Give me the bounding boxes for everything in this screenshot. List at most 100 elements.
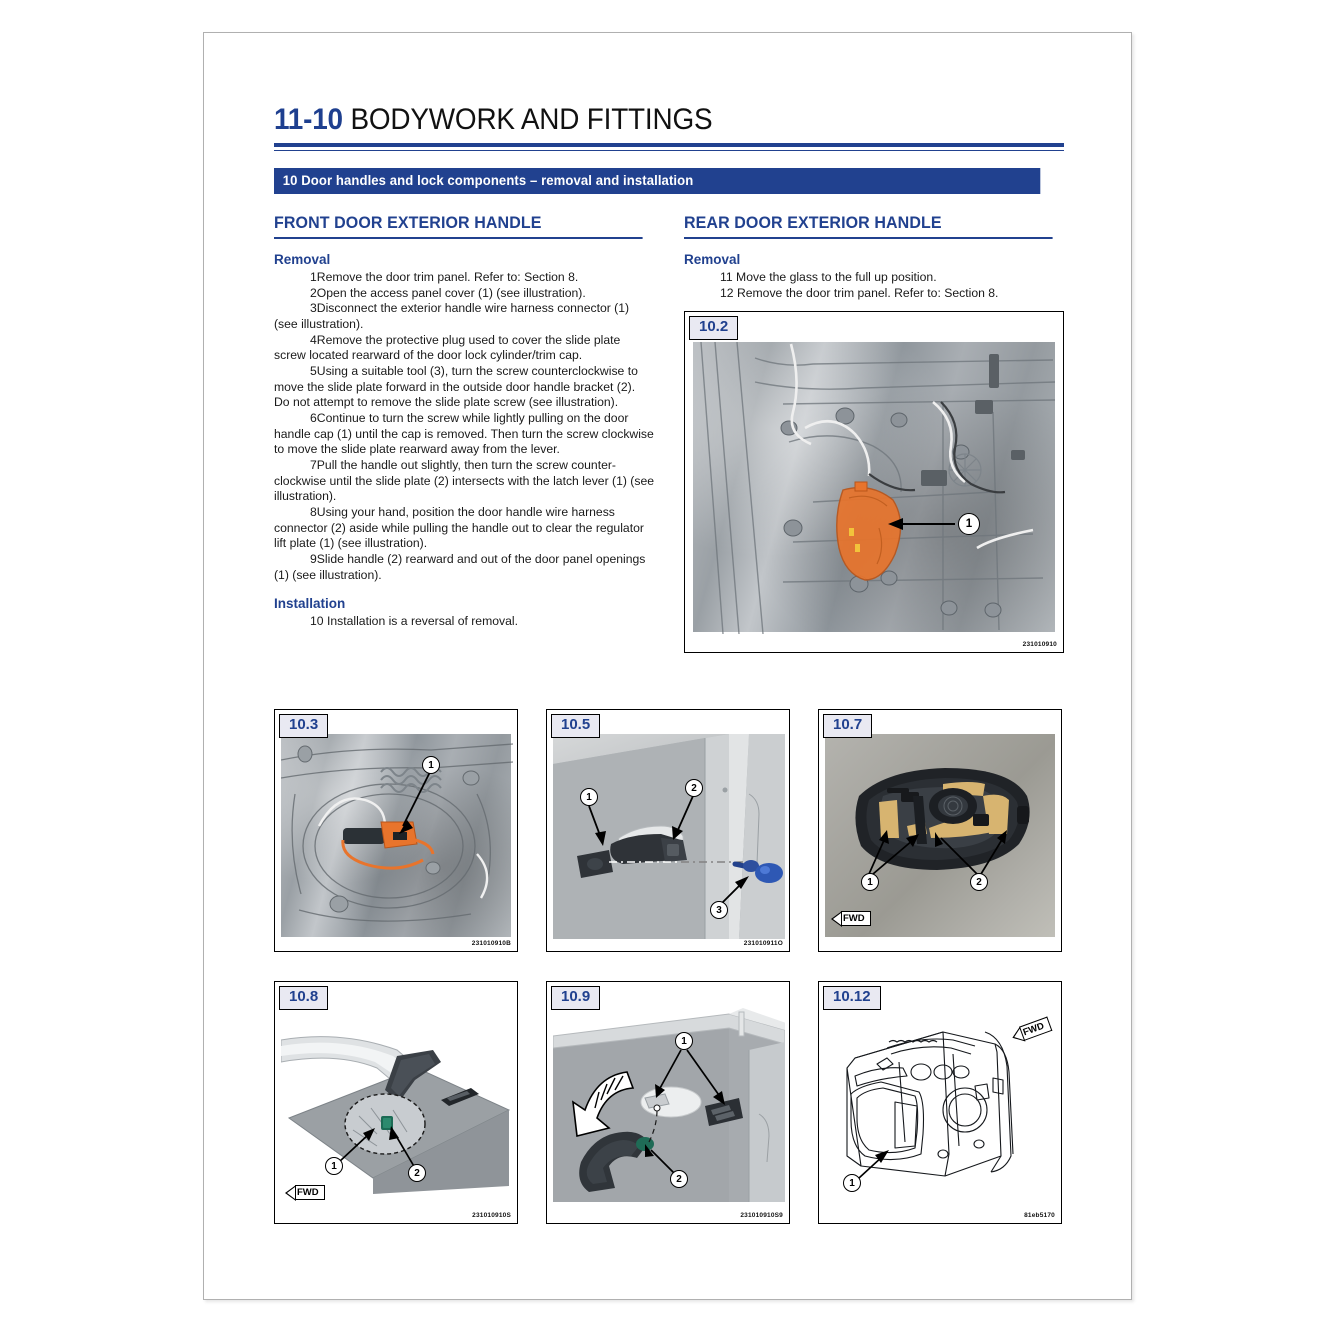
list-item: 10 Installation is a reversal of removal… — [274, 614, 654, 630]
two-column-body: FRONT DOOR EXTERIOR HANDLE Removal 1Remo… — [274, 214, 1064, 654]
step-text: Disconnect the exterior handle wire harn… — [274, 301, 630, 332]
page-title-text: BODYWORK AND FITTINGS — [350, 103, 713, 136]
step-text: Remove the door trim panel. Refer to: Se… — [736, 285, 999, 300]
figure-10-12-image: 1 FWD — [825, 1006, 1055, 1209]
list-item: 12 Remove the door trim panel. Refer to:… — [684, 286, 1064, 302]
callout-1: 1 — [422, 756, 440, 774]
figure-row-2: 1 2 FWD 10.8 231010910S — [274, 981, 1064, 1224]
callout-2: 2 — [670, 1170, 688, 1188]
callout-1: 1 — [580, 788, 598, 806]
fwd-arrow: FWD — [285, 1184, 325, 1201]
callout-1: 1 — [861, 873, 879, 891]
figure-10-7-image: 1 2 FWD — [825, 734, 1055, 937]
list-item: 2Open the access panel cover (1) (see il… — [274, 286, 654, 302]
step-number: 9 — [310, 552, 317, 567]
step-number: 11 — [720, 270, 733, 284]
page-number: 11-10 — [274, 103, 343, 136]
step-number: 10 — [310, 614, 324, 629]
right-removal-steps: 11 Move the glass to the full up positio… — [684, 270, 1064, 301]
figure-10-5-code: 231010911O — [743, 940, 783, 947]
figure-10-2: 1 10.2 231010910 — [684, 311, 1064, 654]
fwd-arrow-head — [831, 910, 842, 927]
left-column-heading: FRONT DOOR EXTERIOR HANDLE — [274, 214, 643, 239]
figure-10-12-code: 81eb5170 — [1024, 1212, 1055, 1219]
figure-10-3: 1 10.3 231010910B — [274, 709, 518, 952]
list-item: 8Using your hand, position the door hand… — [274, 505, 654, 552]
step-number: 8 — [310, 505, 317, 520]
manual-page: 11-10 BODYWORK AND FITTINGS 10 Door hand… — [203, 32, 1132, 1300]
figure-10-7: 1 2 FWD 10.7 — [818, 709, 1062, 952]
step-number: 5 — [310, 364, 317, 379]
figure-10-5-label: 10.5 — [551, 714, 601, 738]
figure-10-8-code: 231010910S — [472, 1212, 511, 1219]
figure-row-1: 1 10.3 231010910B — [274, 709, 1064, 952]
figure-10-9-image: 1 2 — [553, 1006, 785, 1211]
list-item: 5Using a suitable tool (3), turn the scr… — [274, 364, 654, 411]
fwd-arrow: FWD — [831, 910, 871, 927]
step-text: Pull the handle out slightly, then turn … — [274, 458, 655, 504]
left-installation-steps: 10 Installation is a reversal of removal… — [274, 614, 654, 630]
page-content: 11-10 BODYWORK AND FITTINGS 10 Door hand… — [274, 103, 1064, 654]
figure-10-8-label: 10.8 — [279, 986, 329, 1010]
step-text: Move the glass to the full up position. — [736, 270, 937, 284]
list-item: 4Remove the protective plug used to cove… — [274, 333, 654, 364]
right-column: REAR DOOR EXTERIOR HANDLE Removal 11 Mov… — [684, 214, 1064, 654]
list-item: 7Pull the handle out slightly, then turn… — [274, 458, 654, 505]
fwd-arrow-label: FWD — [295, 1185, 325, 1200]
figure-10-5: 1 2 3 10.5 231010911O — [546, 709, 790, 952]
step-number: 3 — [310, 301, 317, 316]
step-number: 7 — [310, 458, 317, 473]
figure-10-9-code: 231010910S9 — [740, 1212, 783, 1219]
figure-10-7-label: 10.7 — [823, 714, 873, 738]
step-text: Using your hand, position the door handl… — [274, 505, 644, 551]
page-title: 11-10 BODYWORK AND FITTINGS — [274, 103, 1009, 137]
figure-10-8-image: 1 2 FWD — [281, 1006, 513, 1211]
step-number: 4 — [310, 332, 317, 347]
list-item: 6Continue to turn the screw while lightl… — [274, 411, 654, 458]
figure-10-8: 1 2 FWD 10.8 231010910S — [274, 981, 518, 1224]
left-column: FRONT DOOR EXTERIOR HANDLE Removal 1Remo… — [274, 214, 654, 653]
step-text: Open the access panel cover (1) (see ill… — [316, 285, 586, 300]
step-number: 6 — [310, 411, 317, 426]
fwd-arrow-label: FWD — [841, 911, 871, 926]
figure-10-3-label: 10.3 — [279, 714, 329, 738]
callout-1: 1 — [325, 1157, 343, 1175]
callout-2: 2 — [970, 873, 988, 891]
left-removal-steps: 1Remove the door trim panel. Refer to: S… — [274, 270, 654, 583]
step-text: Remove the protective plug used to cover… — [274, 332, 621, 363]
left-installation-label: Installation — [274, 596, 346, 612]
step-text: Slide handle (2) rearward and out of the… — [274, 552, 646, 582]
step-number: 12 — [720, 285, 734, 300]
list-item: 3Disconnect the exterior handle wire har… — [274, 301, 654, 332]
step-number: 1 — [310, 270, 317, 284]
callout-1: 1 — [675, 1032, 693, 1050]
figure-10-2-image: 1 — [693, 342, 1056, 635]
figure-10-9: 1 2 10.9 231010910S9 — [546, 981, 790, 1224]
right-removal-label: Removal — [684, 252, 741, 267]
figure-10-12-label: 10.12 — [823, 986, 881, 1010]
fwd-arrow-head — [285, 1184, 296, 1201]
section-bar: 10 Door handles and lock components – re… — [274, 168, 1041, 194]
callout-2: 2 — [685, 779, 703, 797]
figure-10-9-label: 10.9 — [551, 986, 601, 1010]
step-text: Continue to turn the screw while lightly… — [274, 411, 654, 457]
figure-10-3-image: 1 — [281, 734, 513, 937]
list-item: 1Remove the door trim panel. Refer to: S… — [274, 270, 654, 286]
callout-1: 1 — [958, 513, 980, 536]
callout-3: 3 — [710, 901, 728, 919]
left-removal-label: Removal — [274, 252, 331, 267]
header-rule — [274, 143, 1064, 151]
figure-10-2-label: 10.2 — [689, 316, 739, 340]
figure-10-5-image: 1 2 3 — [553, 734, 785, 939]
step-text: Remove the door trim panel. Refer to: Se… — [316, 270, 579, 284]
right-column-heading: REAR DOOR EXTERIOR HANDLE — [684, 214, 1053, 239]
callout-2: 2 — [408, 1164, 426, 1182]
step-number: 2 — [310, 285, 317, 300]
figure-10-3-code: 231010910B — [471, 940, 511, 947]
step-text: Installation is a reversal of removal. — [326, 614, 518, 629]
figure-10-2-code: 231010910 — [1022, 641, 1057, 649]
figure-10-12: 1 FWD 10.12 81eb5170 — [818, 981, 1062, 1224]
step-text: Using a suitable tool (3), turn the scre… — [274, 364, 638, 410]
list-item: 11 Move the glass to the full up positio… — [684, 270, 1064, 286]
callout-1: 1 — [843, 1174, 861, 1192]
